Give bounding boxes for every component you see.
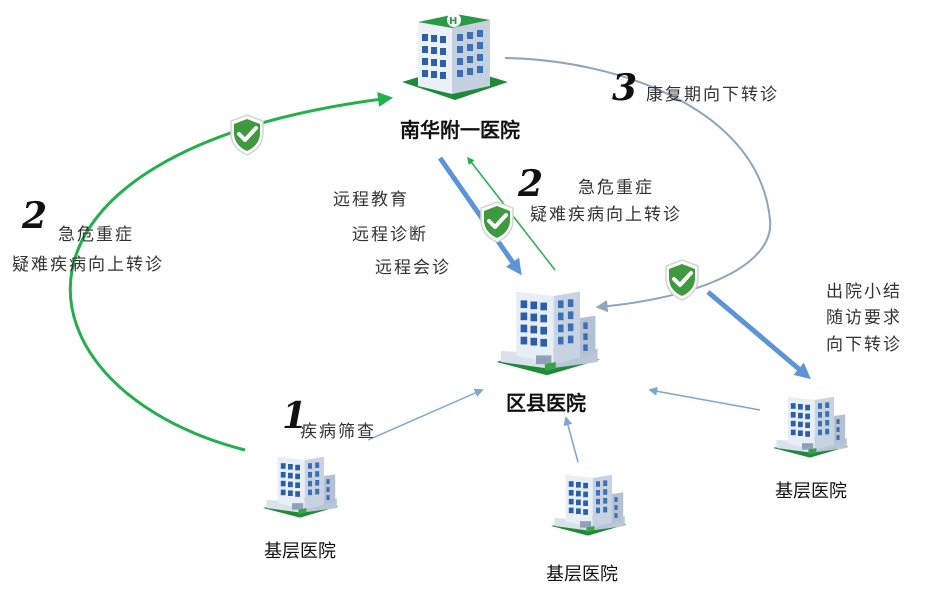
svg-text:H: H (449, 16, 457, 27)
discharge-line1: 出院小结 (826, 282, 902, 302)
base-hospital-bottom-label: 基层医院 (546, 564, 618, 585)
check-shield-icon (479, 200, 515, 244)
step2-left-line2: 疑难疾病向上转诊 (12, 255, 164, 275)
hospital-building-icon: H (402, 13, 508, 100)
hospital-building-icon (773, 396, 849, 458)
screening-arrow (367, 388, 484, 441)
step-number-3: 3 (612, 67, 637, 109)
remote-consultation-text: 远程会诊 (375, 258, 451, 278)
step-number-1: 1 (282, 395, 307, 437)
step2-left-line1: 急危重症 (58, 225, 134, 245)
base-hospital-right-label: 基层医院 (775, 481, 847, 502)
step2-mid-line1: 急危重症 (578, 178, 654, 198)
check-shield-icon (664, 258, 700, 302)
step2-mid-line2: 疑难疾病向上转诊 (530, 205, 682, 225)
hospital-building-icon (551, 474, 627, 536)
discharge-down-arrow (706, 290, 811, 380)
district-hospital-label: 区县医院 (506, 391, 586, 415)
check-shield-icon (229, 113, 265, 157)
remote-diagnosis-text: 远程诊断 (352, 225, 428, 245)
step1-screening-text: 疾病筛查 (300, 422, 376, 442)
hospital-building-icon (263, 456, 339, 518)
base-right-arrow (648, 386, 761, 411)
hospital-building-icon (496, 291, 600, 376)
remote-education-text: 远程教育 (333, 190, 409, 210)
remote-service-arrow (437, 156, 522, 276)
step-number-2-left: 2 (21, 195, 47, 237)
step-number-2-mid: 2 (517, 163, 543, 205)
base-hospital-left-label: 基层医院 (264, 541, 336, 562)
top-hospital-label: 南华附一医院 (400, 118, 520, 142)
base-bottom-arrow (563, 416, 579, 463)
step3-rehab-text: 康复期向下转诊 (646, 85, 779, 105)
discharge-line3: 向下转诊 (826, 335, 902, 355)
discharge-line2: 随访要求 (826, 308, 902, 328)
